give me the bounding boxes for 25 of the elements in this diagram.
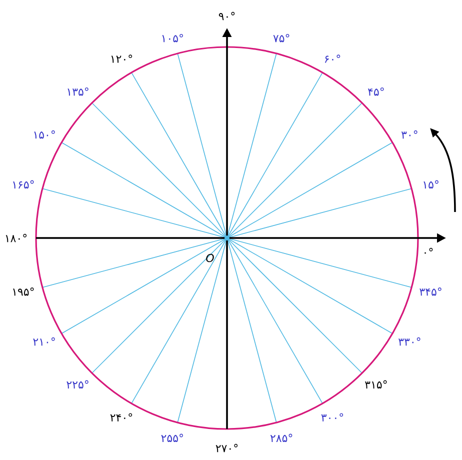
angle-label: ۱۵° [424, 180, 438, 189]
angle-label: ۳۰۰° [321, 413, 344, 422]
angle-label: ۱۸۰° [6, 234, 27, 242]
angle-label: ۴۵° [368, 88, 384, 96]
angle-label: ۳۰° [401, 130, 418, 139]
angle-label: ۱۶۵° [13, 180, 34, 189]
angle-label: ۳۳۰° [398, 337, 420, 346]
angle-label: ۱۰۵° [162, 34, 183, 42]
angle-label: ۱۳۵° [68, 88, 88, 96]
angle-label: ۱۵۰° [34, 130, 55, 139]
angle-label: ۹۰° [218, 12, 235, 20]
angle-label: ۲۸۵° [270, 434, 292, 442]
angle-label: ۷۵° [273, 34, 290, 42]
angle-label: ۰° [424, 248, 433, 254]
angle-label: ۲۵۵° [161, 434, 183, 442]
angle-label: ۳۱۵° [365, 380, 387, 389]
angle-label: ۶۰° [324, 54, 340, 63]
angle-label: ۱۲۰° [111, 54, 132, 63]
origin-label: O [206, 254, 214, 262]
angle-label: ۲۲۵° [66, 380, 88, 389]
angle-label: ۳۴۵° [420, 288, 442, 296]
angle-label: ۲۱۰° [33, 337, 55, 346]
angle-label: ۲۴۰° [110, 413, 132, 422]
angle-label: ۲۷۰° [216, 444, 238, 452]
angle-label: ۱۹۵° [13, 288, 34, 296]
